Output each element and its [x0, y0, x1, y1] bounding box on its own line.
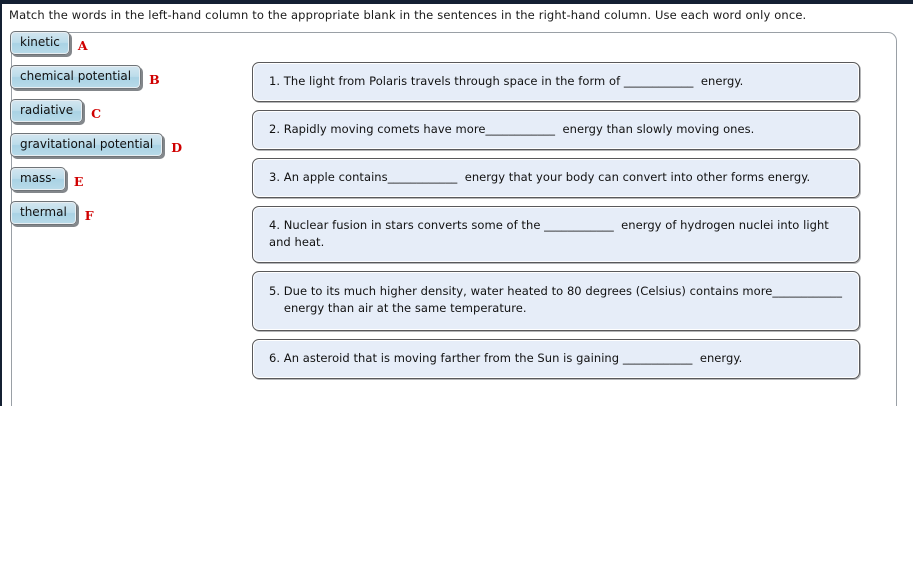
sentence-drop-target-4[interactable]: 4. Nuclear fusion in stars converts some…: [252, 206, 860, 263]
word-chip-letter-f: F: [84, 207, 94, 223]
sentence-text-4: 4. Nuclear fusion in stars converts some…: [269, 218, 833, 249]
word-chip-radiative[interactable]: radiative: [10, 99, 84, 123]
word-chip-letter-b: B: [149, 71, 160, 87]
top-window-strip: [0, 0, 913, 4]
word-bank-row: chemical potential B: [10, 65, 210, 99]
sentence-text-6: 6. An asteroid that is moving farther fr…: [269, 351, 743, 365]
sentence-drop-target-3[interactable]: 3. An apple contains____________ energy …: [252, 158, 860, 198]
word-chip-chemical-potential[interactable]: chemical potential: [10, 65, 142, 89]
word-chip-thermal[interactable]: thermal: [10, 201, 77, 225]
word-bank-row: radiative C: [10, 99, 210, 133]
sentence-text-2: 2. Rapidly moving comets have more______…: [269, 122, 755, 136]
sentence-text-5: 5. Due to its much higher density, water…: [269, 284, 842, 315]
word-chip-mass[interactable]: mass-: [10, 167, 66, 191]
word-chip-letter-e: E: [73, 173, 84, 189]
word-bank-row: mass- E: [10, 167, 210, 201]
word-chip-letter-d: D: [171, 139, 183, 155]
sentence-drop-target-1[interactable]: 1. The light from Polaris travels throug…: [252, 62, 860, 102]
sentence-text-3: 3. An apple contains____________ energy …: [269, 170, 811, 184]
word-bank-row: gravitational potential D: [10, 133, 210, 167]
word-bank-row: kinetic A: [10, 31, 210, 65]
sentence-drop-target-6[interactable]: 6. An asteroid that is moving farther fr…: [252, 339, 860, 379]
instruction-text: Match the words in the left-hand column …: [9, 8, 807, 22]
sentence-text-1: 1. The light from Polaris travels throug…: [269, 74, 744, 88]
sentence-column: 1. The light from Polaris travels throug…: [252, 62, 862, 387]
sentence-drop-target-2[interactable]: 2. Rapidly moving comets have more______…: [252, 110, 860, 150]
word-chip-letter-a: A: [77, 37, 88, 53]
sentence-drop-target-5[interactable]: 5. Due to its much higher density, water…: [252, 271, 860, 331]
word-bank-row: thermal F: [10, 201, 210, 235]
word-chip-gravitational-potential[interactable]: gravitational potential: [10, 133, 164, 157]
word-chip-letter-c: C: [91, 105, 102, 121]
word-chip-kinetic[interactable]: kinetic: [10, 31, 70, 55]
left-edge-rule: [0, 0, 2, 406]
